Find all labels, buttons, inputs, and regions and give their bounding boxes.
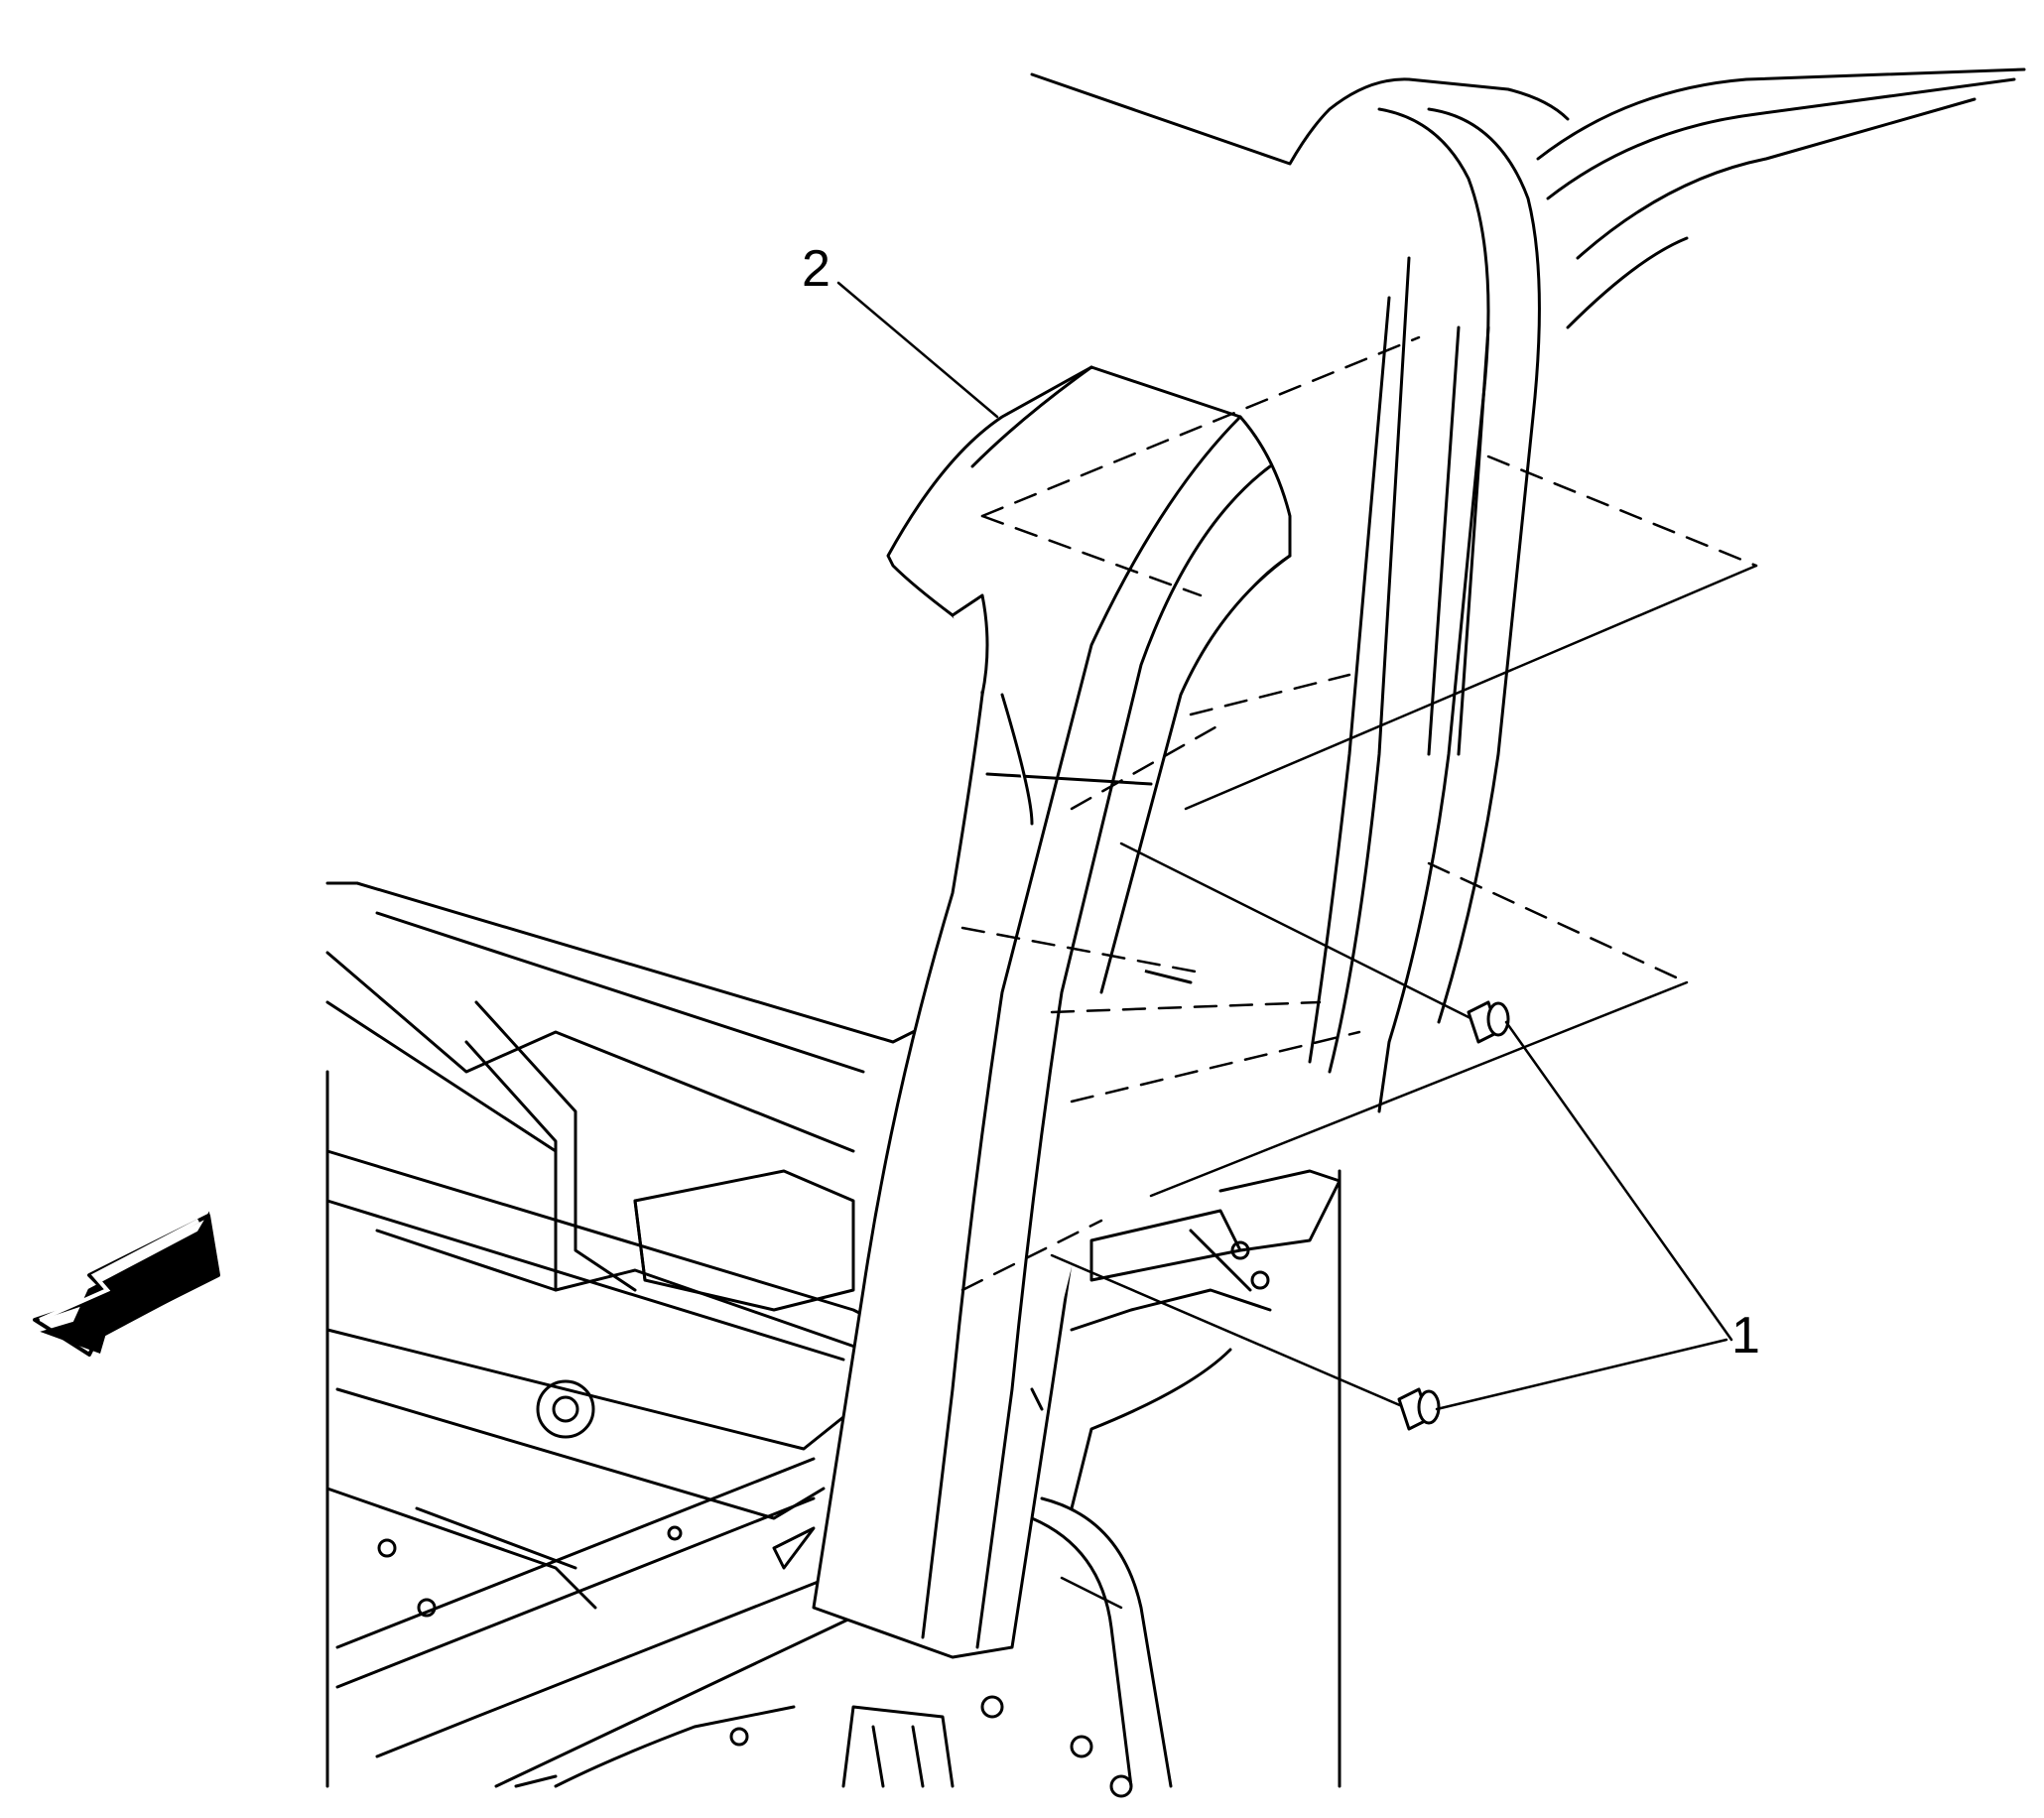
alignment-lines [960, 335, 1758, 1292]
front-direction-arrow-icon [33, 1211, 220, 1357]
callout-1-leader-upper [1504, 1020, 1733, 1342]
leader-lines [1050, 564, 1758, 1610]
vehicle-body-structure [325, 67, 2026, 1798]
callout-2-leader [836, 281, 999, 419]
callout-label-1: 1 [1731, 1307, 1760, 1364]
push-pin-fastener-lower [1397, 1387, 1441, 1431]
callout-1-leader-lower [1435, 1338, 1728, 1411]
callout-label-2: 2 [802, 240, 830, 298]
push-pin-fastener-upper [1467, 1000, 1510, 1044]
